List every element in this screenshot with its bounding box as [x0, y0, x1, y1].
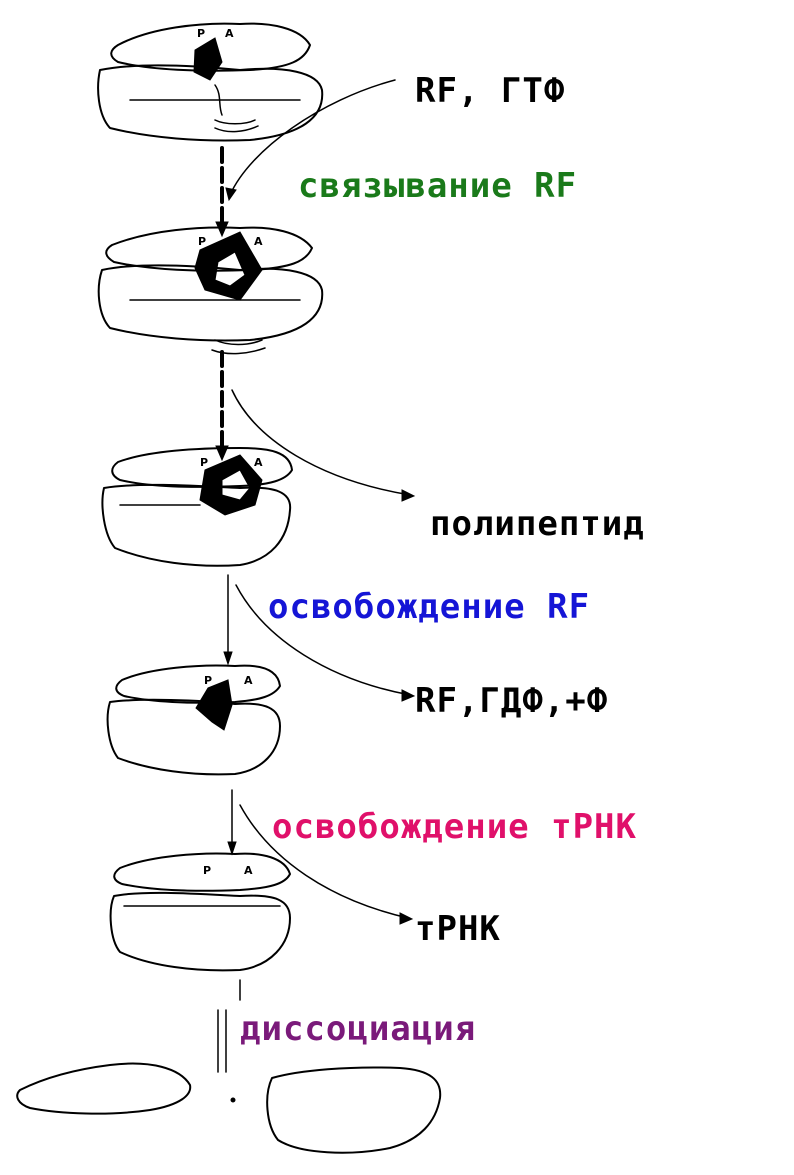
stage-arrows — [215, 146, 241, 1073]
label-polypeptide: полипептид — [430, 504, 645, 544]
a-site-letter-2: A — [254, 235, 263, 248]
p-site-letter-2: P — [198, 235, 206, 248]
a-site-letter-5: A — [244, 864, 253, 877]
ribosome-stage-1: P A — [97, 22, 324, 142]
ribosome-stage-2: P A — [97, 226, 324, 355]
a-site-letter-3: A — [254, 456, 263, 469]
label-release-trna: освобождение тРНК — [272, 807, 637, 847]
label-dissociation: диссоциация — [240, 1009, 476, 1049]
label-trna: тРНК — [415, 909, 501, 949]
ribosome-stage-5: P A — [109, 852, 291, 972]
label-binding-rf: связывание RF — [298, 166, 577, 206]
dissociated-subunits — [16, 1062, 442, 1154]
p-site-letter-5: P — [203, 864, 211, 877]
p-site-letter-3: P — [200, 456, 208, 469]
a-site-letter-1: A — [225, 27, 234, 40]
p-site-letter-1: P — [197, 27, 205, 40]
ribosome-stage-4: P A — [106, 664, 281, 776]
a-site-letter-4: A — [244, 674, 253, 687]
side-arrows — [225, 79, 416, 925]
label-rf-gdf-f: RF,ГДФ,+Ф — [415, 681, 608, 721]
label-rf-gtf: RF, ГТФ — [415, 71, 565, 111]
ribosome-stage-3: P A — [101, 447, 293, 567]
label-release-rf: освобождение RF — [268, 587, 590, 627]
p-site-letter-4: P — [204, 674, 212, 687]
